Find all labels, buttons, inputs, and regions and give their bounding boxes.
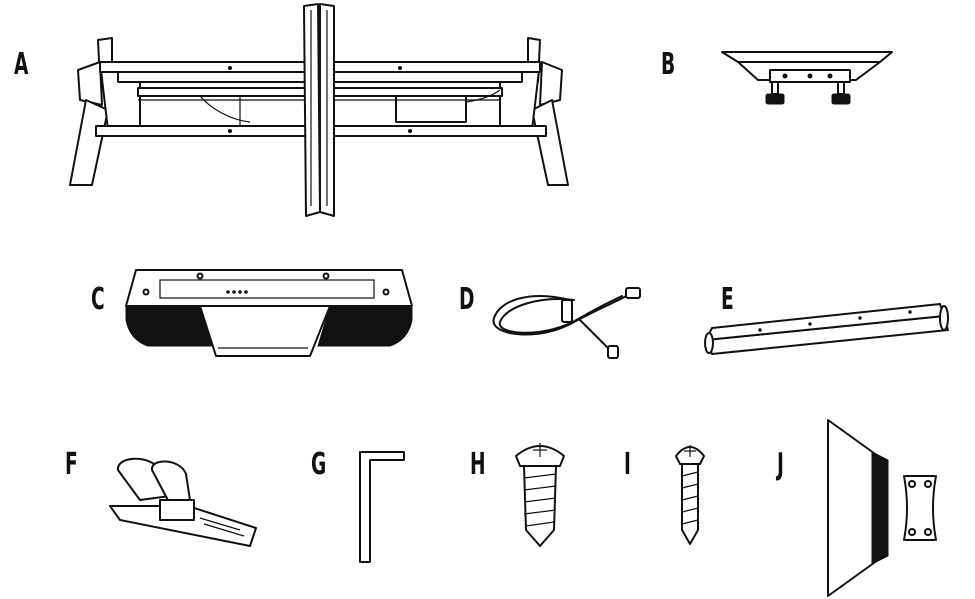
cable-tie-illustration	[109, 457, 257, 547]
leveling-foot-illustration	[721, 51, 893, 105]
mounting-plate-illustration	[827, 419, 937, 597]
label-c: C	[91, 282, 105, 317]
label-h: H	[470, 447, 486, 482]
cable-tray-illustration	[704, 303, 949, 355]
control-box-illustration	[125, 269, 413, 357]
label-j: J	[777, 447, 784, 482]
label-d: D	[459, 282, 475, 317]
label-a: A	[14, 47, 29, 82]
label-g: G	[311, 447, 327, 482]
large-screw-illustration	[515, 443, 565, 547]
small-screw-illustration	[675, 445, 705, 545]
power-cord-illustration	[492, 287, 641, 359]
label-b: B	[661, 47, 676, 82]
label-i: I	[624, 447, 631, 482]
label-f: F	[65, 447, 78, 482]
desk-frame-illustration	[69, 3, 569, 217]
label-e: E	[721, 282, 734, 317]
hex-key-illustration	[359, 451, 405, 563]
